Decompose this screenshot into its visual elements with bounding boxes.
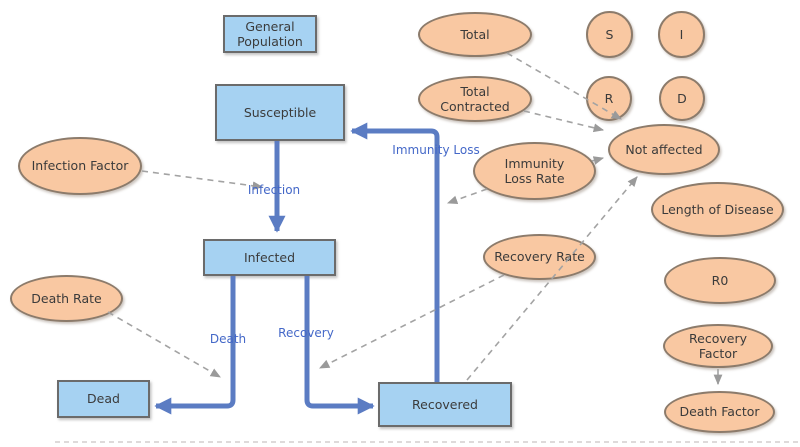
variable-recovery-factor[interactable]: Recovery Factor [663, 324, 773, 368]
flow-recovery-arrow[interactable] [304, 276, 375, 415]
variable-not-affected[interactable]: Not affected [608, 124, 720, 175]
flow-label-immunity-loss[interactable]: Immunity Loss [392, 143, 480, 157]
flow-label-infection[interactable]: Infection [247, 183, 301, 197]
variable-label: Total [460, 26, 490, 42]
flow-death-arrow[interactable] [154, 276, 236, 415]
variable-label: S [605, 26, 614, 42]
dependency-death-rate-to-death[interactable] [107, 311, 221, 378]
variable-label: Total Contracted [440, 83, 510, 114]
stock-label: Dead [87, 391, 120, 407]
variable-label: Not affected [625, 141, 703, 157]
variable-total-contracted[interactable]: Total Contracted [418, 76, 532, 122]
variable-label: I [679, 26, 684, 42]
variable-immunity-loss-rate[interactable]: Immunity Loss Rate [473, 142, 596, 200]
variable-label: D [677, 90, 687, 106]
dependency-immunity-loss-rate-to-not-affected[interactable] [591, 156, 605, 165]
variable-d[interactable]: D [659, 76, 705, 121]
variable-recovery-rate[interactable]: Recovery Rate [483, 234, 596, 280]
variable-label: Length of Disease [661, 201, 774, 217]
variable-death-rate[interactable]: Death Rate [10, 275, 123, 322]
variable-label: R [604, 90, 614, 106]
dependency-recovery-rate-to-recovery[interactable] [319, 274, 505, 369]
variable-total[interactable]: Total [418, 12, 532, 57]
stock-label: Recovered [412, 396, 478, 412]
variable-r[interactable]: R [586, 76, 632, 121]
stock-recovered[interactable]: Recovered [378, 382, 512, 427]
dependency-total-contracted-to-not-affected[interactable] [523, 110, 605, 133]
variable-label: Death Rate [31, 290, 102, 306]
variable-r0[interactable]: R0 [664, 257, 776, 304]
variable-label: Infection Factor [31, 158, 129, 174]
variable-label: Recovery Factor [689, 330, 747, 361]
flow-label-death[interactable]: Death [209, 332, 247, 346]
variable-infection-factor[interactable]: Infection Factor [18, 137, 142, 195]
variable-s[interactable]: S [586, 11, 633, 58]
variable-i[interactable]: I [658, 11, 705, 58]
stock-label: Susceptible [243, 104, 317, 120]
stock-label: Infected [243, 249, 296, 265]
stock-infected[interactable]: Infected [203, 239, 336, 276]
dependency-infection-factor-to-infection[interactable] [141, 170, 264, 191]
flow-label-recovery[interactable]: Recovery [278, 326, 334, 340]
variable-label: Recovery Rate [494, 249, 585, 265]
dependency-recovered-to-not-affected[interactable] [466, 176, 638, 381]
flow-immunity-loss-arrow[interactable] [350, 122, 440, 382]
stock-general-population[interactable]: General Population [223, 15, 317, 53]
stock-label: General Population [237, 18, 303, 49]
variable-label: Death Factor [679, 404, 760, 420]
stock-susceptible[interactable]: Susceptible [215, 84, 345, 141]
variable-length-of-disease[interactable]: Length of Disease [651, 182, 784, 237]
stock-dead[interactable]: Dead [57, 380, 150, 418]
dependency-immunity-loss-rate-to-immunity-loss[interactable] [446, 188, 488, 204]
variable-death-factor[interactable]: Death Factor [664, 391, 775, 433]
variable-label: R0 [711, 272, 729, 288]
variable-label: Immunity Loss Rate [504, 155, 565, 186]
